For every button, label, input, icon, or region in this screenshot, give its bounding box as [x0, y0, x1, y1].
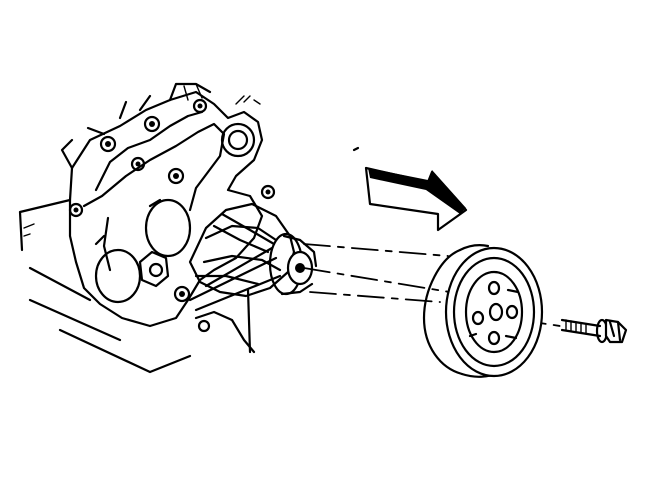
engine-block	[18, 82, 276, 374]
direction-arrow	[352, 146, 468, 232]
pulley-bolt	[560, 318, 628, 344]
pulley	[422, 244, 544, 378]
pulley-bolt-hole-top	[487, 280, 501, 296]
pulley-bolt-hole-right	[505, 304, 519, 320]
pulley-bolt-hole-left	[471, 310, 485, 326]
pulley-bolt-hole-bottom	[487, 330, 501, 346]
water-pump	[188, 202, 318, 312]
